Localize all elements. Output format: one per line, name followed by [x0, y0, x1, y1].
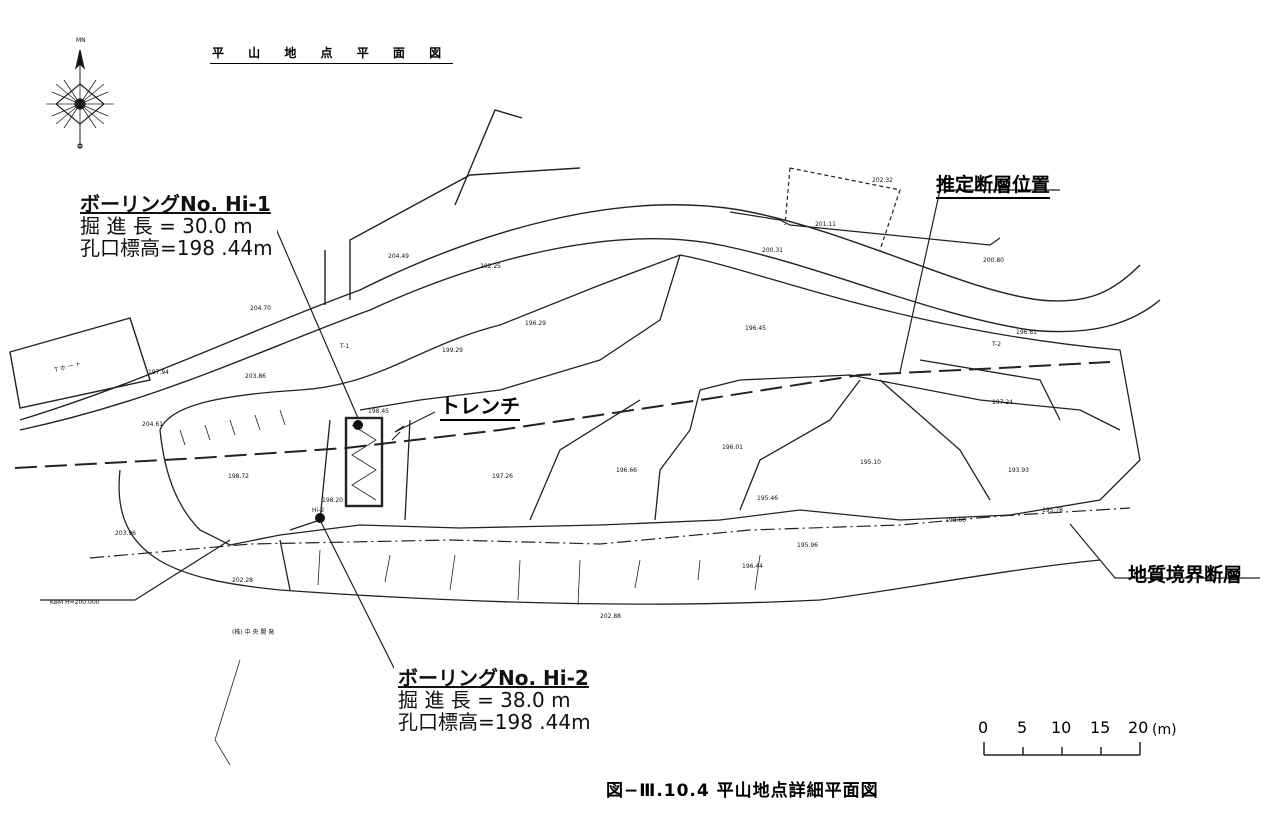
elev-label: 195.96	[797, 542, 818, 549]
elev-label: 202.88	[600, 613, 621, 620]
boring-hi1-callout: ボーリングNo. Hi-1 掘 進 長 = 30.0 m 孔口標高=198 .4…	[76, 193, 277, 259]
elev-label: 193.93	[1008, 467, 1029, 474]
north-arrow-icon	[46, 49, 114, 149]
elev-label: 200.31	[762, 247, 783, 254]
elev-label: 202.32	[872, 177, 893, 184]
boring-hole-hi1-marker	[353, 420, 363, 430]
buildings	[729, 167, 1001, 251]
elev-label: 196.81	[1016, 329, 1037, 336]
trench-mark-t1: T-1	[339, 343, 349, 350]
elev-label: 204.49	[388, 253, 409, 260]
elev-label: 196.66	[616, 467, 637, 474]
trench-mark-t2: T-2	[991, 341, 1001, 348]
elev-label: 197.94	[148, 369, 169, 376]
kbm-label: KBM H=200.000	[50, 599, 100, 606]
scale-tick-20: 20	[1128, 718, 1149, 737]
boring-hi2-callout: ボーリングNo. Hi-2 掘 進 長 = 38.0 m 孔口標高=198 .4…	[394, 667, 595, 733]
elev-label: 198.20	[322, 497, 343, 504]
elev-label: 202.25	[480, 263, 501, 270]
scale-tick-0: 0	[978, 718, 989, 737]
north-label: MN	[76, 37, 86, 44]
elev-label: 197.26	[492, 473, 513, 480]
boring-hi2-title: ボーリングNo. Hi-2	[398, 666, 589, 690]
elev-label: 196.45	[745, 325, 766, 332]
elev-label: 203.86	[245, 373, 266, 380]
elev-label: 196.29	[525, 320, 546, 327]
map-title: 平 山 地 点 平 面 図	[210, 44, 454, 64]
elev-label: 195.46	[757, 495, 778, 502]
boring-hi1-collar: 孔口標高=198 .44m	[80, 236, 273, 260]
boring-hi2-collar: 孔口標高=198 .44m	[398, 710, 591, 734]
elevation-points: 204.49 202.25 204.70 203.86 204.61 198.7…	[50, 37, 1063, 636]
geological-boundary-fault-label: 地質境界断層	[1128, 564, 1243, 586]
slope-hachures	[179, 409, 761, 606]
leader-lines	[40, 189, 1260, 681]
road	[9, 109, 1161, 431]
elev-label: 198.66	[945, 517, 966, 524]
elev-label: 198.45	[368, 408, 389, 415]
figure-caption: 図−Ⅲ.10.4 平山地点詳細平面図	[606, 781, 879, 801]
estimated-fault-line	[14, 361, 1111, 469]
estimated-fault-label: 推定断層位置	[936, 170, 1051, 199]
elev-label: 201.11	[815, 221, 836, 228]
trench-pit	[344, 416, 384, 508]
scale-tick-10: 10	[1051, 718, 1072, 737]
trench-label: トレンチ	[440, 390, 520, 421]
elev-label: 204.61	[142, 421, 163, 428]
elev-label: 196.44	[742, 563, 763, 570]
elev-label: 200.80	[983, 257, 1004, 264]
elev-label: 195.78	[1042, 507, 1063, 514]
elev-label: 198.72	[228, 473, 249, 480]
office-label: (株) 中 央 開 発	[232, 628, 274, 636]
elev-label: 202.28	[232, 577, 253, 584]
scale-unit: (m)	[1152, 722, 1177, 738]
boring-hi1-title: ボーリングNo. Hi-1	[80, 192, 271, 216]
elev-label: 195.10	[860, 459, 881, 466]
terrain-outline	[118, 254, 1141, 605]
elev-label: 204.70	[250, 305, 271, 312]
elev-label: 203.96	[115, 530, 136, 537]
scale-bar	[983, 742, 1141, 756]
hole-label: Hi-2	[312, 507, 324, 514]
scale-tick-15: 15	[1090, 718, 1111, 737]
scale-tick-5: 5	[1017, 718, 1028, 737]
elev-label: 197.24	[992, 399, 1013, 406]
parking-label: T ホ ー ト	[53, 361, 82, 375]
elev-label: 199.29	[442, 347, 463, 354]
boring-hi2-depth: 掘 進 長 = 38.0 m	[398, 688, 571, 712]
elev-label: 196.01	[722, 444, 743, 451]
boring-hole-hi2-marker	[315, 513, 325, 523]
geological-boundary-fault-line	[89, 507, 1131, 559]
boring-hi1-depth: 掘 進 長 = 30.0 m	[80, 214, 253, 238]
